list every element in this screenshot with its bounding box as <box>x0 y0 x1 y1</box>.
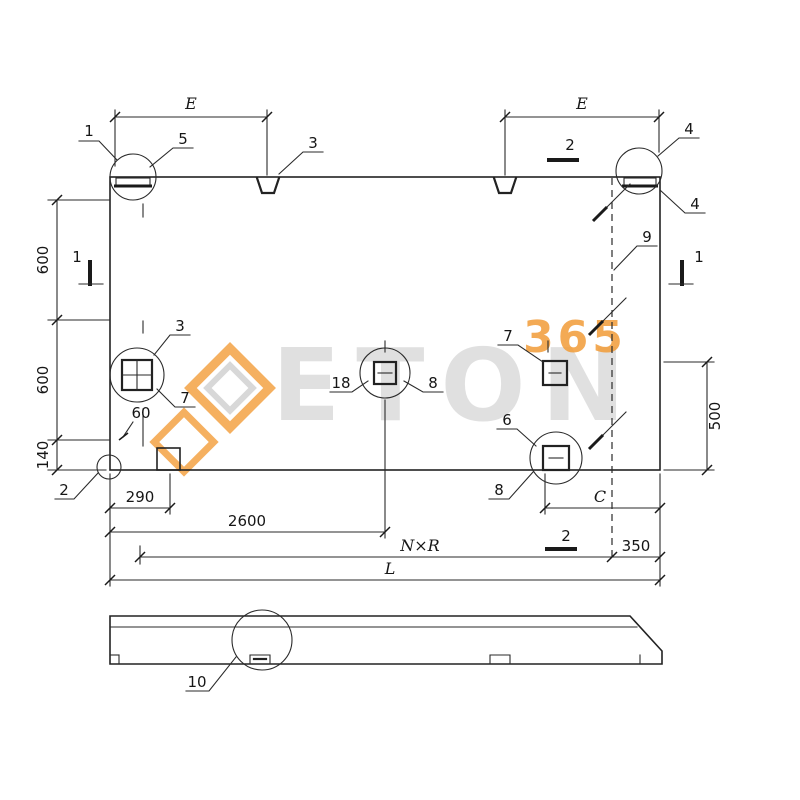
section-label-2-top: 2 <box>565 136 575 154</box>
section-1-right-mark <box>668 260 694 286</box>
top-lug-left <box>255 176 281 195</box>
dim-label-60: 60 <box>131 404 150 422</box>
logo-diamond-large <box>184 342 276 434</box>
callout-1: 1 <box>84 122 94 140</box>
callout-6: 6 <box>502 411 512 429</box>
dim-label-290: 290 <box>126 488 155 506</box>
elevation-notch-left <box>249 654 271 665</box>
detail-circle-elevation <box>231 609 293 671</box>
anchor-square-bottom <box>541 444 571 472</box>
elevation-notch-right <box>489 654 511 665</box>
hook-marks <box>587 183 631 451</box>
anchor-square-corner <box>156 447 181 471</box>
logo-diamond-inner <box>203 361 257 415</box>
elevation-outline <box>109 615 663 665</box>
dimension-lines <box>47 109 715 587</box>
callout-8-bottom: 8 <box>494 481 504 499</box>
eton-logo-icon <box>149 342 276 477</box>
anchor-square-center <box>372 360 398 386</box>
callout-10: 10 <box>187 673 206 691</box>
callout-5: 5 <box>178 130 188 148</box>
centerline-marks <box>142 203 549 447</box>
dim-label-600-top: 600 <box>34 246 52 275</box>
dim-label-c: C <box>594 487 606 506</box>
callout-7-left: 7 <box>180 389 190 407</box>
dim-label-350: 350 <box>622 537 651 555</box>
section-label-2-bottom: 2 <box>561 527 571 545</box>
callout-7-right: 7 <box>503 327 513 345</box>
dim-label-500: 500 <box>706 402 724 431</box>
dim-label-e-right: E <box>575 94 588 113</box>
dim-label-e-left: E <box>184 94 197 113</box>
dim-label-140: 140 <box>34 441 52 470</box>
callout-3-mid: 3 <box>175 317 185 335</box>
dim-label-nxr: N×R <box>399 536 439 555</box>
callout-3-top: 3 <box>308 134 318 152</box>
drawing-labels: E E 1 5 3 2 4 4 9 1 1 600 600 140 500 3 … <box>34 94 724 691</box>
dim-label-2600: 2600 <box>228 512 266 530</box>
dimension-ticks <box>51 111 713 586</box>
detail-circle-anchor-left <box>109 347 165 403</box>
detail-circle-anchor-bottom <box>529 431 583 485</box>
section-1-left-mark <box>78 260 104 286</box>
section-label-1-left: 1 <box>72 248 82 266</box>
elevation-view <box>109 609 663 692</box>
callout-8-mid: 8 <box>428 374 438 392</box>
callout-9: 9 <box>642 228 652 246</box>
callout-2-corner: 2 <box>59 481 69 499</box>
top-lug-right <box>492 176 518 195</box>
logo-diamond-small <box>149 407 219 477</box>
dim-label-600-mid: 600 <box>34 366 52 395</box>
detail-circle-corner <box>96 454 122 480</box>
dim-label-l: L <box>384 559 396 578</box>
anchor-square-left <box>120 358 154 392</box>
callout-18: 18 <box>331 374 350 392</box>
callout-4-inner: 4 <box>690 195 700 213</box>
leader-lines <box>54 137 706 500</box>
leader-10 <box>185 656 237 692</box>
detail-circle-top-left <box>109 153 157 201</box>
callout-4-outer: 4 <box>684 120 694 138</box>
detail-circle-top-right <box>615 147 663 195</box>
watermark-number-text: 365 <box>523 312 627 363</box>
section-label-1-right: 1 <box>694 248 704 266</box>
anchor-square-right <box>541 359 569 387</box>
